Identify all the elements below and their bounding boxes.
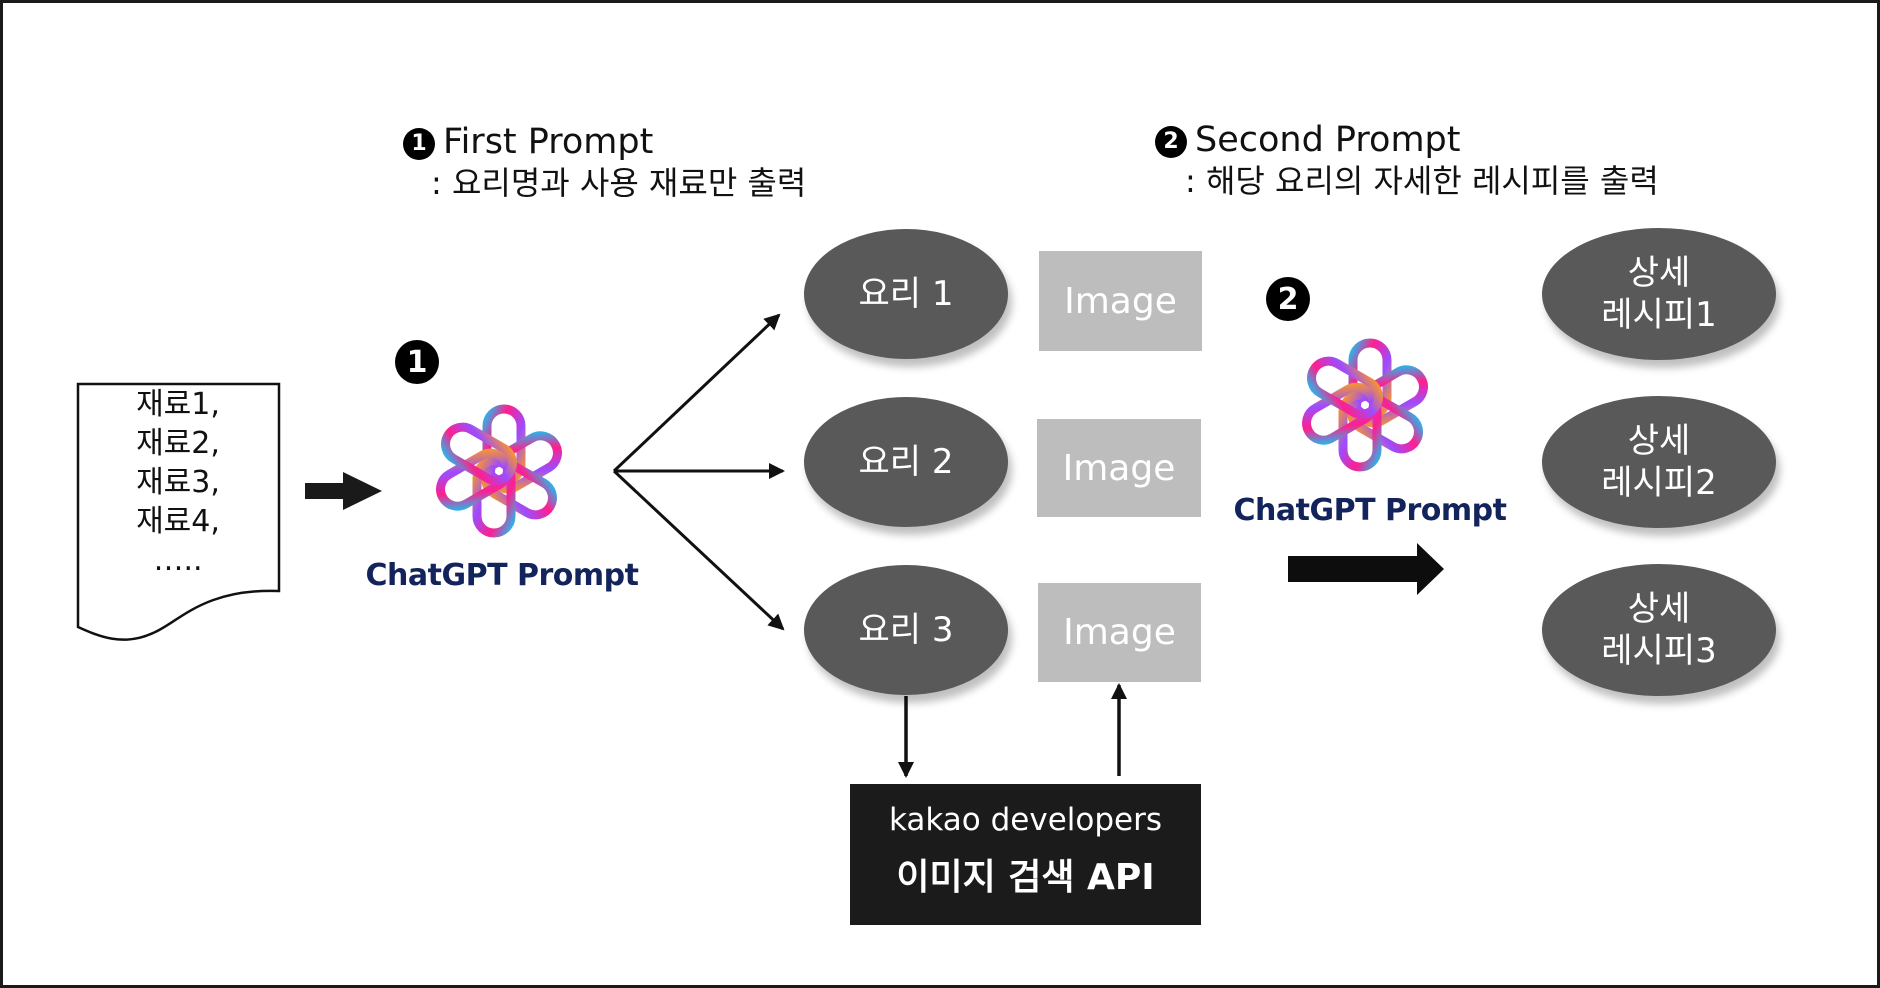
recipe-label-line2: 레시피3 bbox=[1601, 631, 1717, 671]
first-prompt-description: : 요리명과 사용 재료만 출력 bbox=[431, 164, 807, 202]
gpt2-badge: 2 bbox=[1266, 277, 1310, 321]
kakao-api-label: 이미지 검색 API bbox=[896, 857, 1155, 898]
step-2-badge: 2 bbox=[1155, 126, 1187, 158]
gpt1-badge: 1 bbox=[395, 340, 439, 384]
dish-node-1: 요리 1 bbox=[804, 229, 1008, 359]
recipe-label-line2: 레시피1 bbox=[1601, 295, 1717, 335]
recipe-node-2: 상세 레시피2 bbox=[1542, 396, 1776, 528]
first-prompt-title: First Prompt bbox=[443, 122, 654, 162]
recipe-node-3: 상세 레시피3 bbox=[1542, 564, 1776, 696]
ingredient-item: 재료4, bbox=[136, 504, 220, 539]
kakao-brand: kakao developers bbox=[888, 802, 1163, 838]
arrow-to-dish-1 bbox=[612, 313, 781, 473]
arrow-to-recipes bbox=[1288, 543, 1444, 595]
dish-node-2: 요리 2 bbox=[804, 397, 1008, 527]
arrow-to-gpt1 bbox=[305, 472, 382, 510]
chatgpt-logo-icon bbox=[436, 404, 562, 538]
ingredients-document-shape bbox=[76, 382, 281, 641]
image-placeholder-3: Image bbox=[1038, 583, 1201, 682]
ingredients-list: 재료1, 재료2, 재료3, 재료4, ….. bbox=[123, 385, 233, 580]
ingredient-item: 재료2, bbox=[136, 426, 220, 461]
arrow-to-dish-3 bbox=[612, 469, 785, 631]
gpt1-label: ChatGPT Prompt bbox=[365, 558, 639, 593]
chatgpt-logo-icon bbox=[1302, 338, 1428, 472]
gpt2-label: ChatGPT Prompt bbox=[1233, 493, 1507, 528]
second-prompt-title: Second Prompt bbox=[1195, 120, 1461, 160]
recipe-label-line1: 상세 bbox=[1627, 421, 1691, 461]
step-1-badge: 1 bbox=[403, 128, 435, 160]
ingredient-item: 재료3, bbox=[136, 465, 220, 500]
image-placeholder-2: Image bbox=[1037, 419, 1201, 517]
kakao-image-search-api-box: kakao developers 이미지 검색 API bbox=[850, 784, 1201, 925]
second-prompt-description: : 해당 요리의 자세한 레시피를 출력 bbox=[1185, 162, 1659, 200]
connectors bbox=[76, 313, 1444, 778]
ingredient-item: ….. bbox=[153, 543, 203, 578]
dish-node-3: 요리 3 bbox=[804, 565, 1008, 695]
recipe-node-1: 상세 레시피1 bbox=[1542, 228, 1776, 360]
recipe-label-line1: 상세 bbox=[1627, 253, 1691, 293]
image-placeholder-1: Image bbox=[1039, 251, 1202, 351]
recipe-label-line1: 상세 bbox=[1627, 589, 1691, 629]
ingredient-item: 재료1, bbox=[136, 387, 220, 422]
recipe-label-line2: 레시피2 bbox=[1601, 463, 1717, 503]
